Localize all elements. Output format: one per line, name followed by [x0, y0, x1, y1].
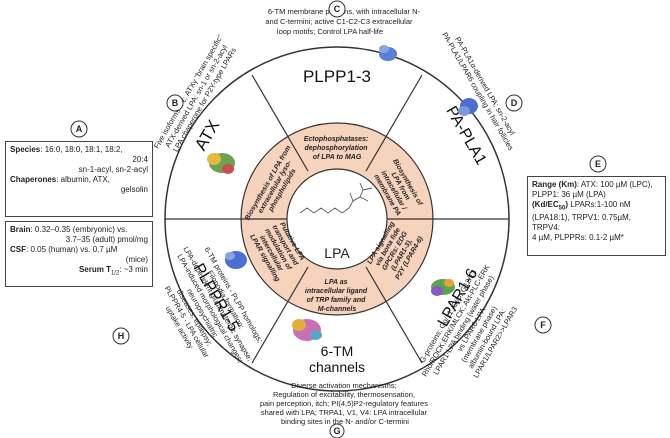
inner-text-bottom: LPA as intracellular ligand of TRP famil… [305, 279, 369, 313]
protein-structure-papla1-icon [458, 98, 478, 116]
marker-c-circle [328, 0, 346, 18]
lpa-molecule-icon [299, 182, 373, 214]
divider-bottom-right [365, 266, 423, 364]
chaperones-value-2: gelsolin [120, 185, 148, 194]
protein-structure-channel-icon [292, 319, 322, 341]
protein-structure-atx-icon [207, 153, 235, 174]
protein-structure-plpp-icon [379, 45, 397, 61]
divider-top-right [365, 74, 423, 172]
marker-f: F [540, 320, 546, 330]
marker-d-circle [505, 94, 523, 112]
kd-sub: 50 [558, 205, 566, 212]
divider-bottom-left [251, 266, 309, 364]
marker-a: A [76, 124, 83, 134]
marker-g: G [333, 426, 340, 436]
kd-value-3: 4 µM, PLPPRs: 0.1-2 µM* [532, 233, 624, 243]
brain-label: Brain [10, 225, 31, 234]
outer-text-h: 6-TM proteins - PLPP homologs; Filopodia… [142, 236, 271, 387]
serum-sub: 1/2 [110, 270, 120, 277]
chaperones-label: Chaperones [10, 175, 57, 184]
marker-a-circle [70, 120, 88, 138]
marker-g-circle [329, 423, 345, 438]
marker-h-circle [112, 327, 130, 345]
marker-d: D [511, 98, 518, 108]
outer-text-d: PA-PLA1α-derived LPA: sn-2-acyl PA-PLA1/… [440, 26, 523, 152]
brain-value: : 0.32–0.35 (embryonic) vs. [30, 225, 128, 234]
csf-value: : 0.05 (human) vs. 0.7 µM [26, 245, 118, 254]
kd-label-2: ) [565, 200, 569, 209]
serum-label: Serum T [78, 265, 111, 274]
species-label: Species [10, 145, 41, 154]
protein-structure-lpar-icon [431, 279, 455, 296]
outer-text-g: Diverse activation mechanisms; Regulatio… [260, 381, 430, 426]
chaperones-value: : albumin, ATX, [56, 175, 110, 184]
brain-value-2: 3.7–35 (adult) pmol/mg [65, 235, 148, 244]
segment-label-6tm-2: channels [309, 359, 365, 375]
segment-label-plpp: PLPP1-3 [303, 67, 371, 86]
species-value-3: sn-1-acyl, sn-2-acyl [78, 165, 148, 174]
marker-h: H [118, 331, 125, 341]
outer-text-f: G-proteins: Gq/11, Gi/o, G12/13 Rho/ROCK… [412, 257, 531, 401]
inner-text-bottom-left: Putative LPA transport and modulation of… [248, 217, 309, 283]
segment-label-6tm-1: 6-TM [321, 343, 354, 359]
protein-structure-plppr-icon [225, 251, 247, 269]
marker-b: B [172, 98, 179, 108]
segment-dividers [165, 74, 509, 364]
marker-e: E [595, 159, 601, 169]
info-box-a-bottom: Brain: 0.32–0.35 (embryonic) vs. 3.7–35 … [5, 221, 153, 287]
range-value: : ATX: 100 µM (LPC), [576, 180, 653, 189]
kd-label: (Kd/EC [532, 200, 559, 209]
divider-top-left [251, 74, 309, 172]
info-box-e: Range (Km): ATX: 100 µM (LPC), PLPP1: 36… [527, 176, 666, 256]
csf-value-2: (mice) [125, 255, 148, 264]
marker-b-circle [166, 94, 184, 112]
csf-label: CSF [10, 245, 26, 254]
range-label: Range (Km) [532, 180, 577, 189]
range-value-2: PLPP1: 36 µM (LPA) [532, 190, 606, 199]
marker-c: C [334, 4, 341, 14]
species-value: : 16:0, 18:0, 18:1, 18:2, [40, 145, 123, 154]
kd-value: LPARs:1-100 nM [568, 200, 631, 209]
info-box-a-top: Species: 16:0, 18:0, 18:1, 18:2, 20:4 sn… [5, 141, 153, 217]
serum-value: : ~3 min [119, 265, 148, 274]
center-label: LPA [324, 245, 350, 261]
inner-text-top: Ectophosphatases: dephosphorylation of L… [304, 136, 371, 161]
species-value-2: 20:4 [132, 155, 148, 164]
marker-e-circle [589, 155, 607, 173]
marker-f-circle [534, 316, 552, 334]
kd-value-2: (LPA18:1), TRPV1: 0.75µM, TRPV4: [532, 213, 632, 233]
